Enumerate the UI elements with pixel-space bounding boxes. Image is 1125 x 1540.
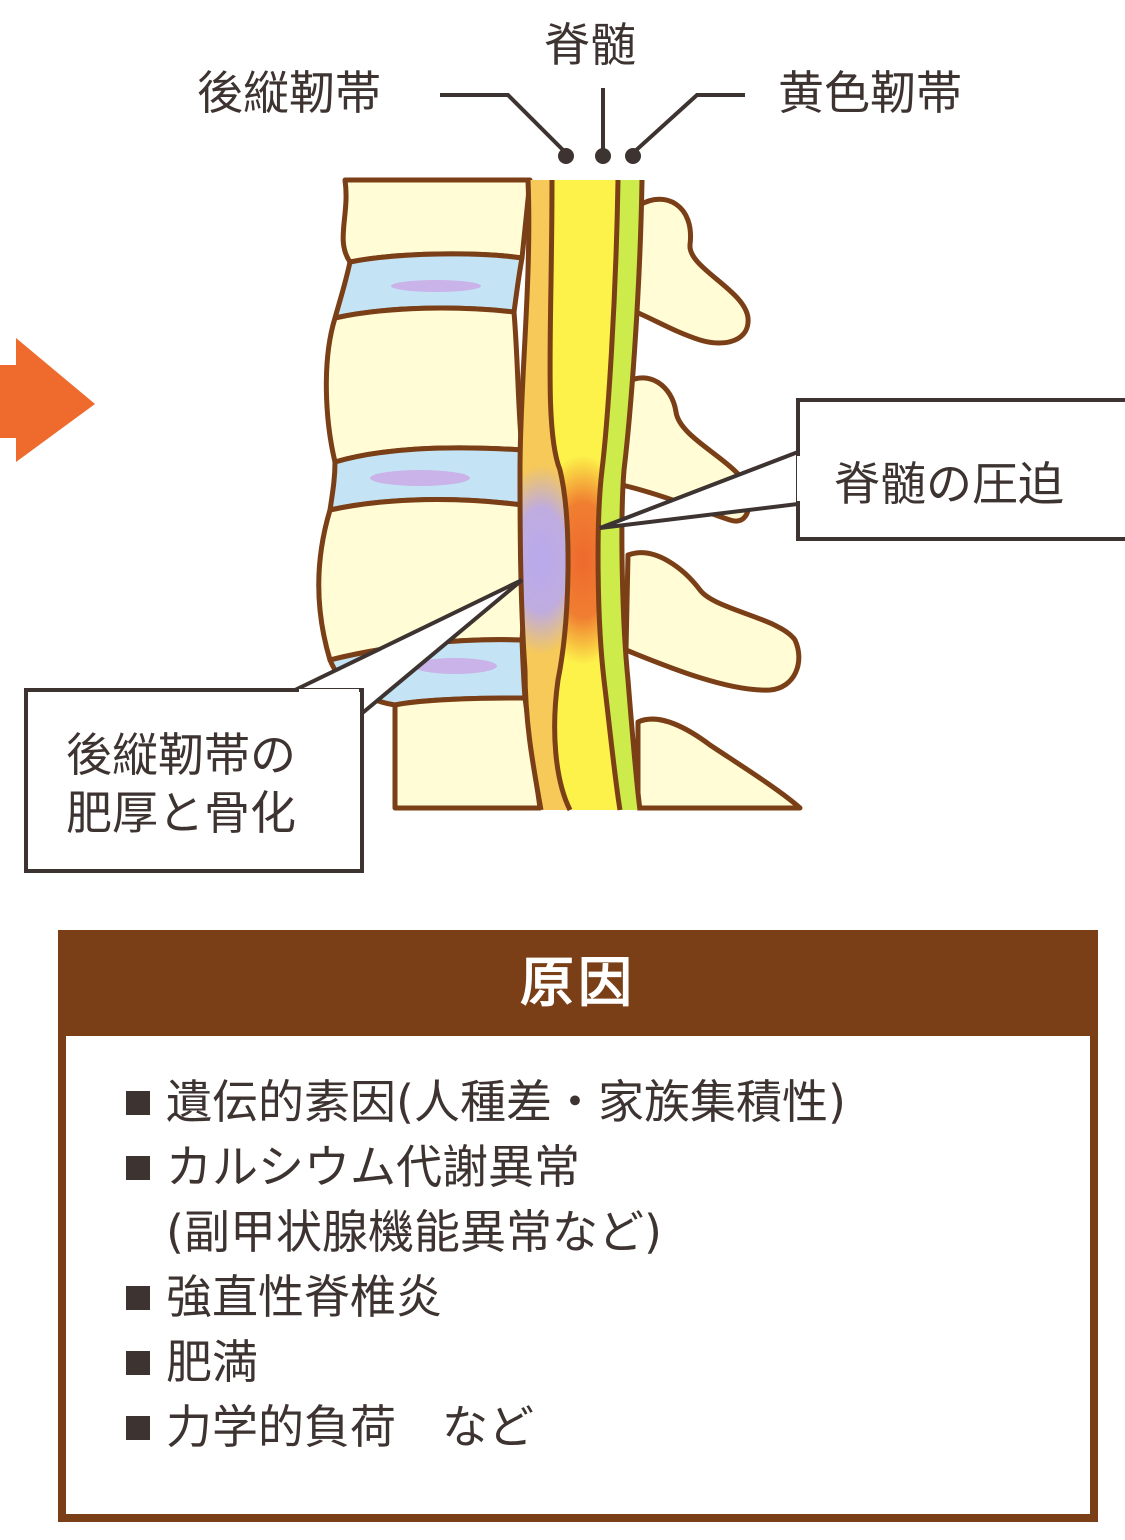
cause-line: 肥満	[166, 1335, 258, 1389]
vertebra-top	[340, 177, 533, 265]
callout-ossification-line1: 後縦靭帯の	[66, 728, 296, 782]
cause-line: カルシウム代謝異常	[166, 1140, 580, 1194]
label-spinal-cord: 脊髄	[544, 18, 636, 72]
callout-cord-compression-text: 脊髄の圧迫	[834, 457, 1064, 511]
ligament-cord-outline	[547, 179, 573, 812]
cause-item-genetic: 遺伝的素因(人種差・家族集積性)	[126, 1070, 1090, 1135]
square-bullet-icon	[126, 1135, 166, 1200]
cause-line: 力学的負荷 など	[166, 1400, 534, 1454]
yellow-ligament-band	[598, 180, 642, 810]
cause-item-mechanical-load: 力学的負荷 など	[126, 1395, 1090, 1460]
causes-panel: 原因 遺伝的素因(人種差・家族集積性) カルシウム代謝異常 (副甲状腺機能異常な…	[58, 930, 1098, 1522]
spinous-process-lower	[623, 550, 802, 693]
square-bullet-icon	[126, 1395, 166, 1460]
disc-1-core	[391, 280, 481, 292]
cause-item-calcium: カルシウム代謝異常 (副甲状腺機能異常など)	[126, 1135, 1090, 1265]
ossification-pointer-join	[299, 689, 359, 696]
leader-dot-yellow	[625, 148, 641, 164]
vertebra-2	[323, 305, 525, 465]
spine-diagram	[0, 88, 803, 812]
callout-ossification-line2: 肥厚と骨化	[66, 786, 296, 840]
square-bullet-icon	[126, 1330, 166, 1395]
leader-dot-cord	[595, 148, 611, 164]
cause-line: 遺伝的素因(人種差・家族集積性)	[166, 1075, 846, 1129]
cause-item-obesity: 肥満	[126, 1330, 1090, 1395]
cause-line: (副甲状腺機能異常など)	[166, 1205, 662, 1259]
vertebra-bottom	[392, 695, 543, 811]
disc-3-core	[413, 658, 497, 674]
label-posterior-ligament: 後縦靭帯	[197, 66, 381, 120]
label-yellow-ligament: 黄色靭帯	[778, 66, 962, 120]
spinous-process-bottom	[635, 716, 803, 811]
top-leader-lines	[440, 88, 745, 155]
arrow-right-icon	[0, 338, 95, 462]
cause-item-spondylitis: 強直性脊椎炎	[126, 1265, 1090, 1330]
callout-cord-compression: 脊髄の圧迫	[796, 398, 1125, 541]
square-bullet-icon	[126, 1070, 166, 1135]
causes-title: 原因	[520, 951, 636, 1014]
callout-ligament-ossification: 後縦靭帯の 肥厚と骨化	[24, 688, 364, 873]
square-bullet-icon	[126, 1265, 166, 1330]
leader-dot-posterior	[558, 148, 574, 164]
ligament-outer-outline	[517, 179, 544, 811]
compression-pointer-join	[797, 456, 803, 501]
cause-line: 強直性脊椎炎	[166, 1270, 442, 1324]
spinous-process-top	[633, 196, 751, 346]
disc-2-core	[370, 470, 470, 486]
causes-list: 遺伝的素因(人種差・家族集積性) カルシウム代謝異常 (副甲状腺機能異常など) …	[66, 1036, 1090, 1514]
cord-yellow-outline	[595, 179, 623, 811]
